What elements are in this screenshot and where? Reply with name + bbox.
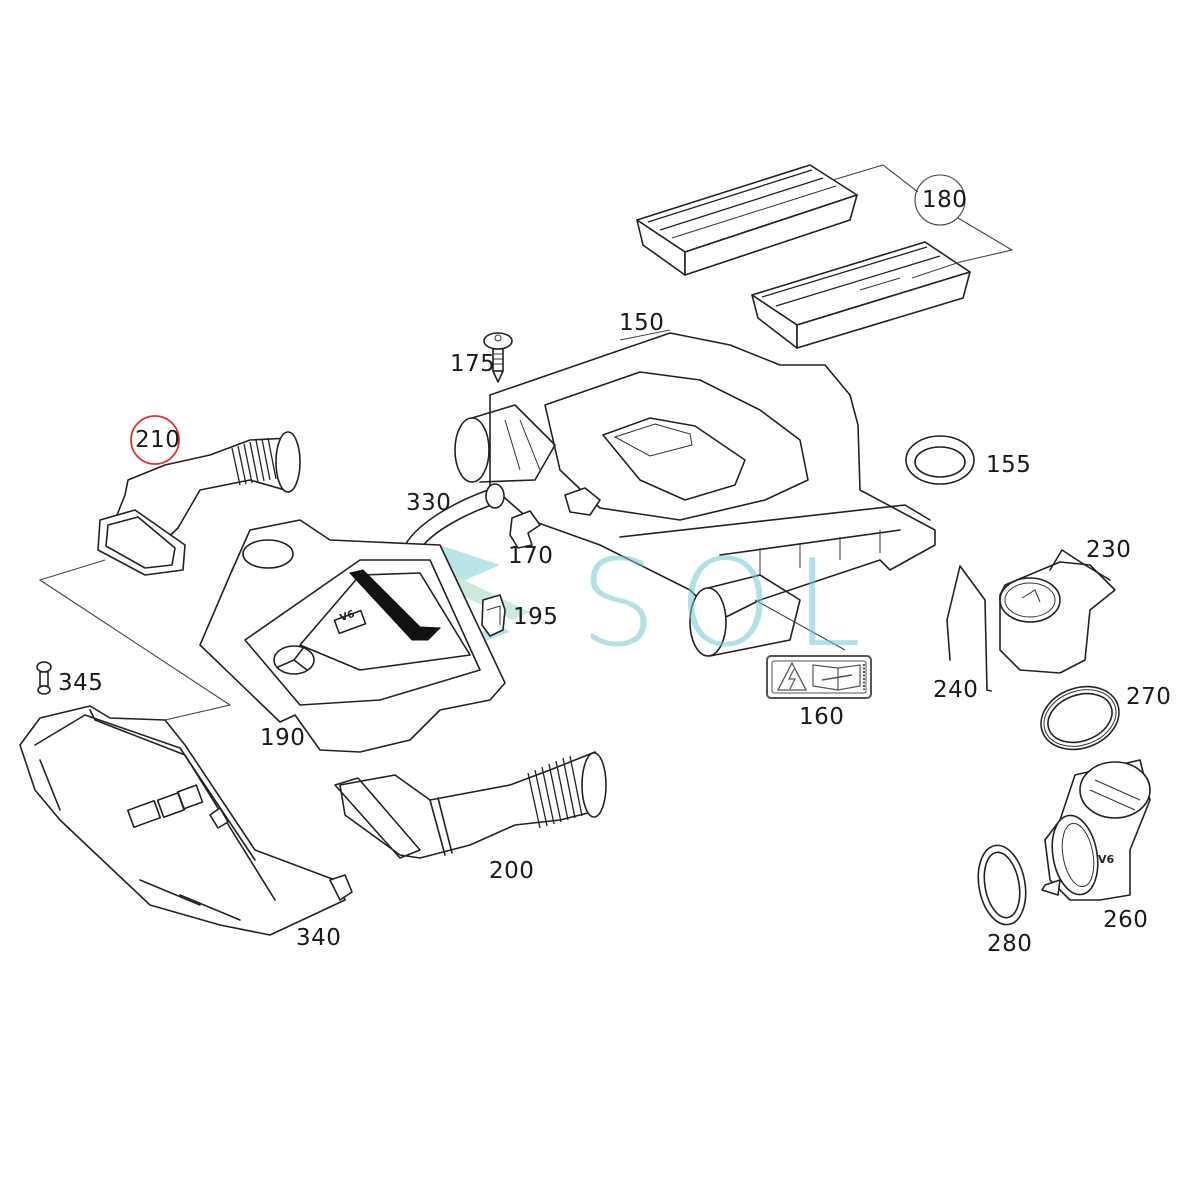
callout-180: 180 xyxy=(922,187,968,213)
part-230-air-mass-sensor xyxy=(999,549,1116,674)
callout-280: 280 xyxy=(987,931,1033,957)
part-260-intake-connector xyxy=(1041,759,1151,901)
callout-190: 190 xyxy=(260,725,306,751)
callout-260: 260 xyxy=(1103,907,1149,933)
part-345-rivet-icon xyxy=(36,661,52,695)
part-155-seal-ring xyxy=(905,435,975,485)
callout-195: 195 xyxy=(513,604,559,630)
callout-150: 150 xyxy=(619,310,665,336)
connector-badge: V6 xyxy=(1098,853,1115,866)
part-270-seal-ring xyxy=(1040,685,1120,751)
callout-200: 200 xyxy=(489,858,535,884)
highlight-ring-210 xyxy=(130,415,180,465)
star-emblem-icon xyxy=(273,645,315,675)
part-240-wire-bracket xyxy=(946,565,992,692)
callout-210: 210 xyxy=(135,427,181,453)
part-280-seal-ring xyxy=(977,844,1027,926)
callout-270: 270 xyxy=(1126,684,1172,710)
callout-240: 240 xyxy=(933,677,979,703)
corrugated-section xyxy=(231,437,277,486)
part-175-screw-icon xyxy=(483,332,513,383)
part-340-air-guide xyxy=(19,705,353,936)
callout-170: 170 xyxy=(508,543,554,569)
part-160-warning-label xyxy=(766,655,872,699)
callout-175: 175 xyxy=(450,351,496,377)
watermark-text: SOL xyxy=(580,535,884,674)
part-180-air-filter-lower xyxy=(751,241,971,349)
corrugated-section xyxy=(527,755,583,829)
callout-230: 230 xyxy=(1086,537,1132,563)
callout-340: 340 xyxy=(296,925,342,951)
part-180-air-filter-upper xyxy=(636,164,858,276)
callout-330: 330 xyxy=(406,490,452,516)
part-200-intake-duct-right xyxy=(334,751,607,859)
callout-155: 155 xyxy=(986,452,1032,478)
part-195-clip-nut-icon xyxy=(481,594,506,637)
part-150-air-filter-housing xyxy=(454,332,936,657)
callout-345: 345 xyxy=(58,670,104,696)
part-210-intake-duct-left xyxy=(97,431,301,576)
part-170-clip-icon xyxy=(509,510,541,549)
part-190-engine-cover xyxy=(199,519,506,753)
callout-160: 160 xyxy=(799,704,845,730)
